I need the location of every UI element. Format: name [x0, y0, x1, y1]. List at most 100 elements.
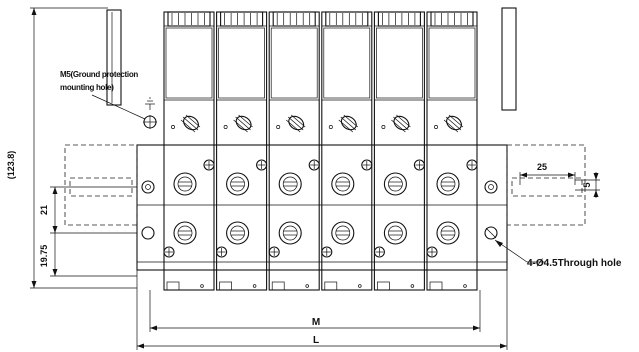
label-dim-19-75: 19.75 [39, 245, 49, 268]
solenoid-coil [323, 27, 371, 99]
screw-head [413, 159, 425, 171]
screw-head [256, 159, 268, 171]
label-m5-line2: mounting hole) [60, 83, 114, 92]
knob-hatch [445, 116, 462, 131]
solenoid-coil [218, 27, 265, 99]
knob-hatch [343, 114, 359, 128]
screw-head [466, 159, 478, 171]
port-lower [173, 221, 197, 245]
port-upper [226, 172, 250, 196]
valve-2 [216, 11, 268, 291]
valve-connector [377, 11, 421, 27]
screw-head [163, 246, 175, 258]
screw-head [361, 159, 373, 171]
valve-6 [426, 11, 478, 291]
knob-hatch [285, 119, 301, 133]
knob-hatch [290, 114, 306, 128]
solenoid-coil [165, 27, 213, 99]
port-lower-inner [230, 225, 245, 241]
port-upper-inner [282, 176, 298, 192]
through-hole-callout: 4-Ø4.5Through hole [494, 239, 622, 269]
port-upper-inner [177, 176, 193, 192]
knob-hatch [338, 119, 354, 133]
port-upper [383, 172, 407, 196]
port-lower-inner [440, 225, 456, 241]
foot-dot [305, 284, 309, 288]
valve-5 [373, 11, 425, 291]
port-lower [383, 221, 407, 245]
rear-bracket-right [501, 7, 517, 111]
label-dim-5: 5 [582, 182, 592, 187]
knob-hatch [391, 119, 406, 133]
knob-hatch [233, 119, 248, 133]
valve-foot [166, 281, 180, 291]
valve-3 [268, 11, 320, 291]
port-lower-inner [177, 225, 193, 241]
foot-dot [252, 284, 257, 288]
screw-head [321, 246, 333, 258]
dimension-25: 25 [519, 162, 576, 185]
knob-hatch [443, 119, 459, 133]
left-end-holes [141, 180, 155, 240]
knob-hatch [185, 114, 201, 128]
screw-head [373, 246, 385, 258]
screw-head [426, 246, 438, 258]
m5-callout: M5(Ground protection mounting hole) [60, 70, 146, 120]
port-lower-inner [388, 225, 403, 241]
knob-hatch [235, 116, 251, 131]
port-lower [226, 221, 250, 245]
label-m5-line1: M5(Ground protection [60, 70, 138, 79]
port-lower [436, 221, 460, 245]
label-dim-L: L [313, 335, 319, 346]
label-through-hole: 4-Ø4.5Through hole [527, 258, 622, 269]
right-end-holes [484, 180, 498, 240]
foot-dot [358, 284, 362, 288]
foot-dot [463, 284, 467, 288]
screw-head [216, 246, 228, 258]
valve-foot [429, 281, 443, 291]
dimension-21: 21 [39, 186, 137, 234]
screw-head [203, 159, 215, 171]
foot-dot [200, 284, 204, 288]
port-upper [278, 172, 302, 196]
valve-foot [271, 281, 285, 291]
indicator-dot [223, 125, 228, 129]
label-overall-height: (123.8) [6, 151, 16, 180]
left-end-plate-hidden [64, 144, 138, 226]
indicator-dot [171, 125, 175, 129]
knob-hatch [340, 116, 357, 131]
port-upper-inner [335, 176, 351, 192]
knob-hatch [448, 114, 464, 128]
valve-4 [321, 11, 373, 291]
screw-head [308, 159, 320, 171]
indicator-dot [276, 125, 281, 129]
foot-dot [410, 284, 415, 288]
indicator-dot [434, 125, 438, 129]
solenoid-coil [270, 27, 318, 99]
valve-connector [272, 11, 316, 27]
ground-mounting-hole [143, 97, 157, 129]
valve-connector [325, 11, 369, 27]
label-dim-21: 21 [39, 205, 49, 215]
dimension-overall-height: (123.8) [6, 7, 137, 289]
port-lower [278, 221, 302, 245]
knob-hatch [238, 114, 253, 128]
knob-hatch [180, 119, 196, 133]
valve-stack [163, 11, 478, 291]
port-upper [436, 172, 460, 196]
port-upper-inner [230, 176, 245, 192]
indicator-dot [328, 125, 333, 129]
label-dim-M: M [312, 317, 320, 328]
dimension-L: L [136, 270, 508, 350]
port-lower [331, 221, 355, 245]
valve-connector [220, 11, 264, 27]
screw-head [268, 246, 280, 258]
knob-hatch [396, 114, 411, 128]
valve-connector [167, 11, 211, 27]
port-upper [331, 172, 355, 196]
port-upper [173, 172, 197, 196]
right-end-plate-hidden [506, 144, 586, 226]
port-lower-inner [282, 225, 298, 241]
valve-1 [163, 11, 215, 291]
solenoid-coil [376, 27, 423, 99]
